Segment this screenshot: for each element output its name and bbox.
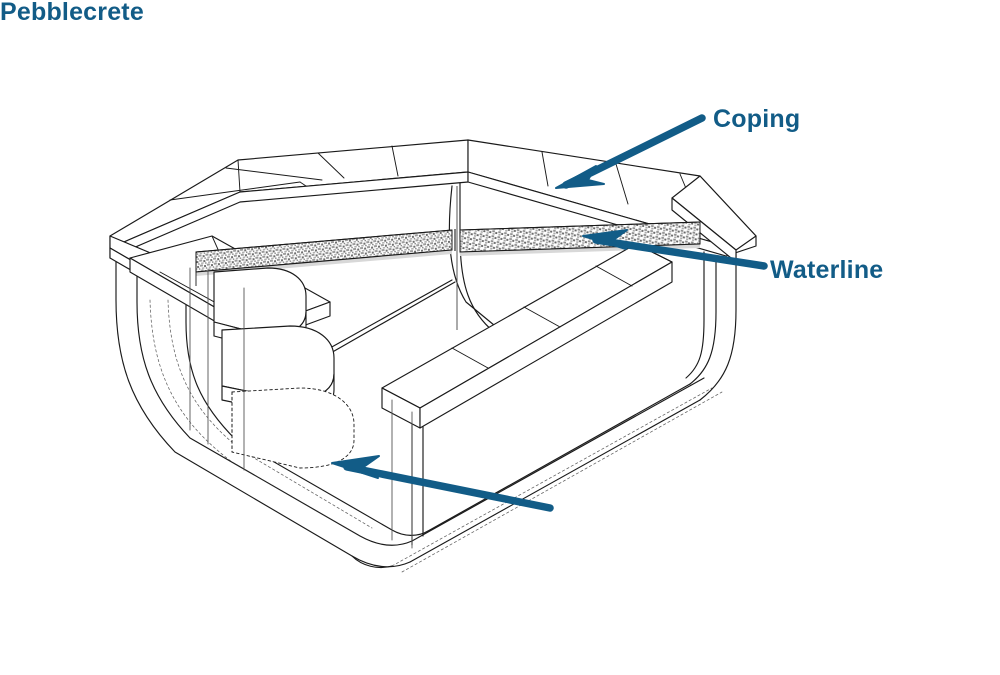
shell-floor-front [409,399,701,563]
shell-right-inner-wall2 [685,251,705,379]
arrow-waterline [582,229,768,270]
waterline-bot-edge-right [459,243,701,253]
shell-floor-front-inner [411,377,705,542]
shell-interior-left-face [321,281,456,359]
shell-left-outer-wall [115,239,411,568]
shell-interior-left-face-2 [329,279,453,349]
waterline-top-edge-left [195,229,453,253]
steps [189,267,355,471]
shell-right-inner-wall [689,257,717,385]
shell-floor-left [185,263,429,536]
shell-right-outer-wall [699,249,737,401]
callout-label-waterline: Waterline [770,256,884,284]
waterline-top-edge-right [459,221,701,231]
bench-top [381,243,673,409]
bench-long-face [419,261,673,429]
callout-arrows [331,114,768,512]
coping-detail-overlay [109,140,757,286]
waterline-band-left [195,229,453,273]
waterline-bot-edge-left [195,249,453,273]
arrow-pebblecrete-head [331,455,380,479]
pebblecrete-contour-4 [401,391,723,573]
pebblecrete-contour-1 [149,299,361,537]
arrow-pebblecrete [331,455,554,512]
shell-interior-back-wall-face [448,185,501,331]
bench-ledge [381,243,673,549]
bench-seams [381,265,633,409]
arrow-waterline-shaft [592,236,768,270]
callout-label-coping: Coping [713,105,801,133]
step-3-tread [231,387,355,469]
pebblecrete-contour-3 [391,387,713,567]
arrow-coping-head [555,165,605,189]
shell-floor-front-inner2 [427,383,691,532]
coping-back-left-seams [169,145,399,201]
shell-bottom-left-curve [351,555,393,569]
callout-label-pebblecrete: Pebblecrete [0,0,144,26]
shell-left-inner-wall [136,245,413,546]
arrow-waterline-head [582,229,628,250]
arrow-pebblecrete-shaft [343,463,554,512]
arrow-coping [555,114,706,189]
